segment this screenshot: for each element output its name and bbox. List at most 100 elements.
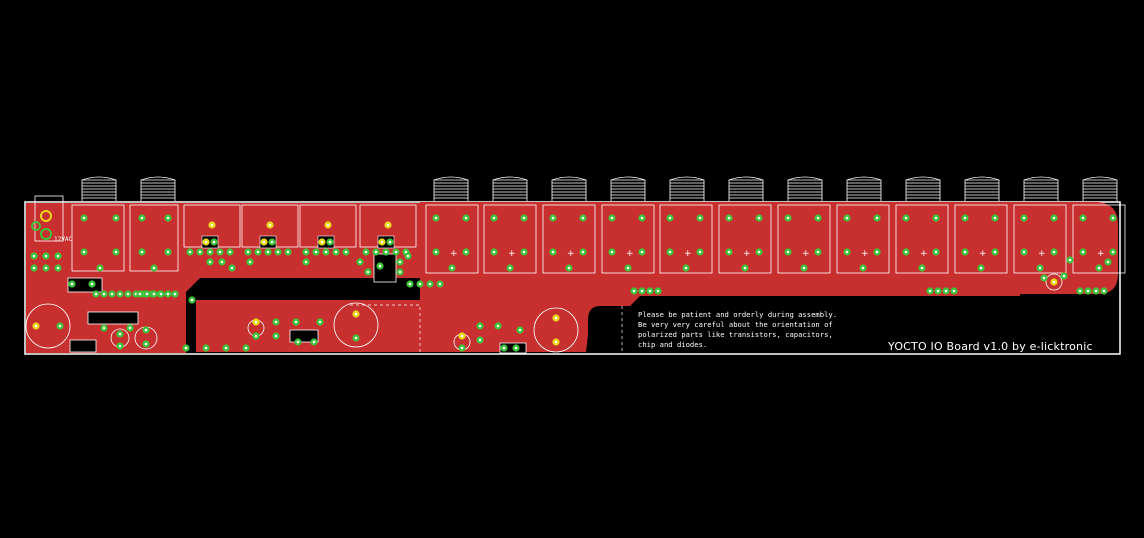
pad [1084,287,1092,295]
pad [1036,264,1044,272]
pad [364,268,372,276]
jack-fin [1023,176,1059,201]
pad [500,344,508,352]
pad [579,248,587,256]
pad [462,214,470,222]
pad [268,238,276,246]
pad [432,214,440,222]
pad [476,336,484,344]
pad [352,310,360,318]
jack-outline [659,204,713,274]
pad [272,332,280,340]
pad [1104,258,1112,266]
pad [961,214,969,222]
pad [1066,256,1074,264]
pad [1050,248,1058,256]
pad [843,214,851,222]
jack-fin [610,176,646,201]
pad [1109,248,1117,256]
pad [206,248,214,256]
jack-footprints: ++++++++++++ [425,204,1126,274]
jack-outline [777,204,831,274]
pad [202,344,210,352]
pad [1050,278,1058,286]
assembly-note: Please be patient and orderly during ass… [638,310,838,349]
pad [164,290,172,298]
jack-fin [787,176,823,201]
jack-outline [483,204,537,274]
connector-fins [81,176,1118,201]
pad [372,248,380,256]
pad [378,238,386,246]
pad [332,248,340,256]
pad [396,258,404,266]
pad [426,280,434,288]
pad [682,264,690,272]
pad [246,258,254,266]
jack-outline [601,204,655,274]
plus-mark: + [1097,249,1105,259]
pad [254,248,262,256]
pad [932,214,940,222]
pad [494,322,502,330]
pad [934,287,942,295]
plus-mark: + [802,249,810,259]
jack-fin [81,176,117,201]
pad [382,248,390,256]
copper-pour-middle [420,278,1020,306]
pad [116,330,124,338]
solder-pads [30,214,1117,352]
jack-fin [728,176,764,201]
pad [608,248,616,256]
pad [725,214,733,222]
pad [112,248,120,256]
pad [206,258,214,266]
plus-mark: + [567,249,575,259]
jack-outline [895,204,949,274]
pad [552,338,560,346]
pad [696,248,704,256]
pad [242,344,250,352]
pad [902,214,910,222]
pad [302,258,310,266]
pad [1040,274,1048,282]
pad [164,248,172,256]
pad [1079,248,1087,256]
pad [342,248,350,256]
pad [1095,264,1103,272]
pad [143,290,151,298]
pad [490,248,498,256]
pad [228,264,236,272]
pad [326,238,334,246]
pad [638,248,646,256]
pad [252,332,260,340]
pad [356,258,364,266]
pad [918,264,926,272]
pad [56,322,64,330]
plus-mark: + [1038,249,1046,259]
power-label: 12VAC [54,236,73,243]
pad [490,214,498,222]
pad [506,264,514,272]
plus-mark: + [920,249,928,259]
pad [80,214,88,222]
jack-outline [1072,204,1126,274]
pad [138,248,146,256]
pad [1060,272,1068,280]
pad [755,214,763,222]
pad [196,248,204,256]
pad [68,280,76,288]
cutout-a [186,296,194,353]
pad [352,334,360,342]
pad [1050,214,1058,222]
jack-outline [542,204,596,274]
pad [222,344,230,352]
pad [30,264,38,272]
pad [520,248,528,256]
jack-fin [669,176,705,201]
pad [294,338,302,346]
pad [142,340,150,348]
pad [800,264,808,272]
pad [312,248,320,256]
pad [264,248,272,256]
